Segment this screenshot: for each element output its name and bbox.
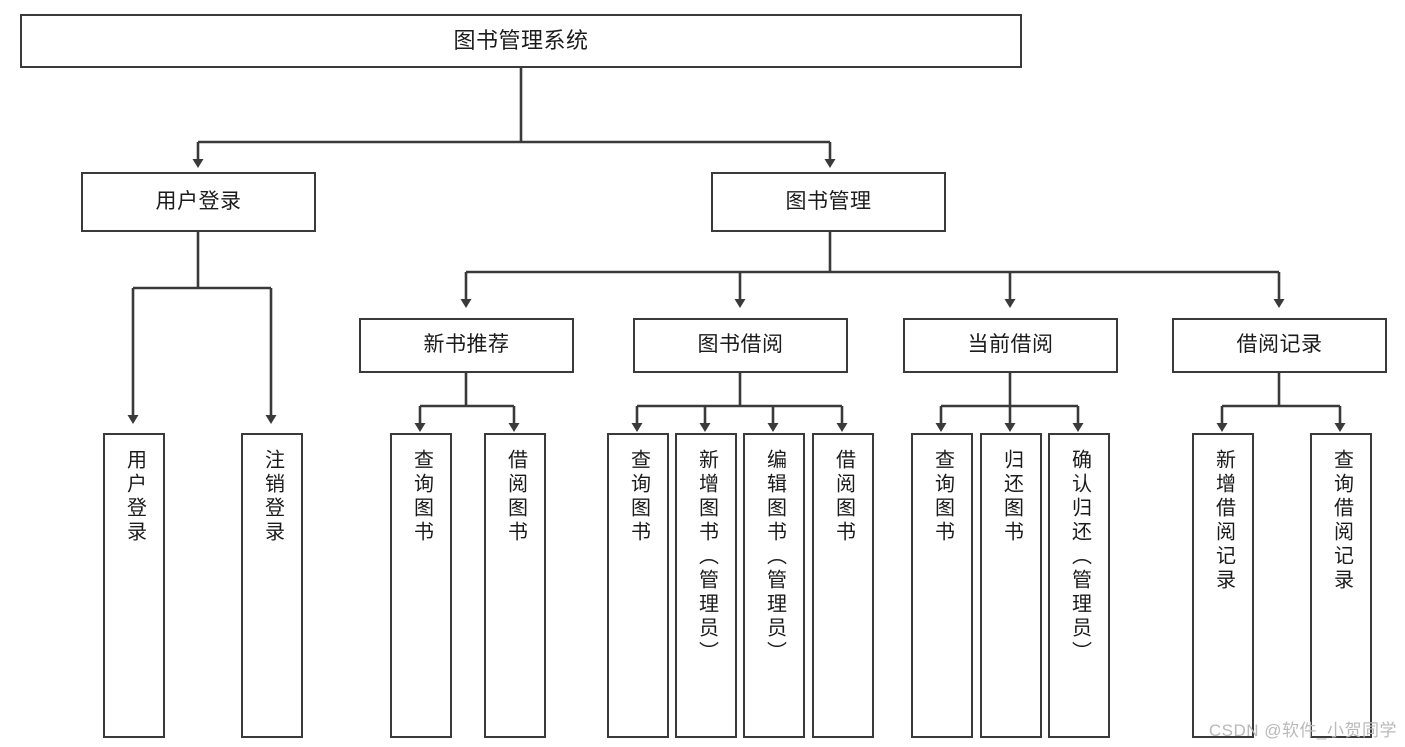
node-label: 借阅图书 — [504, 449, 527, 545]
leaf-record-add-record[interactable]: 新增借阅记录 — [1192, 433, 1254, 738]
node-label: 查询借阅记录 — [1330, 449, 1353, 593]
leaf-borrow-edit-book[interactable]: 编辑图书（管理员） — [743, 433, 805, 738]
node-label: 用户登录 — [155, 189, 242, 213]
node-label: 图书借阅 — [697, 333, 784, 357]
node-root-system[interactable]: 图书管理系统 — [20, 14, 1022, 68]
leaf-current-return-book[interactable]: 归还图书 — [980, 433, 1042, 738]
node-label: 借阅记录 — [1236, 333, 1323, 357]
leaf-recommend-borrow-book[interactable]: 借阅图书 — [484, 433, 546, 738]
node-label: 查询图书 — [410, 449, 433, 545]
leaf-user-logout[interactable]: 注销登录 — [241, 433, 303, 738]
node-label: 当前借阅 — [967, 333, 1054, 357]
node-new-book-recommend[interactable]: 新书推荐 — [359, 318, 574, 373]
leaf-record-query-record[interactable]: 查询借阅记录 — [1310, 433, 1372, 738]
node-label: 图书管理 — [785, 189, 872, 213]
node-label: 查询图书 — [627, 449, 650, 545]
node-borrow-record[interactable]: 借阅记录 — [1172, 318, 1387, 373]
leaf-user-login[interactable]: 用户登录 — [103, 433, 165, 738]
leaf-recommend-query-book[interactable]: 查询图书 — [390, 433, 452, 738]
node-label: 归还图书 — [1000, 449, 1023, 545]
node-label: 编辑图书（管理员） — [763, 449, 786, 665]
node-book-management[interactable]: 图书管理 — [711, 172, 946, 232]
leaf-borrow-add-book[interactable]: 新增图书（管理员） — [675, 433, 737, 738]
leaf-borrow-borrow-book[interactable]: 借阅图书 — [812, 433, 874, 738]
watermark: CSDN @软件_小贺同学 — [1208, 721, 1397, 740]
node-label: 新增借阅记录 — [1212, 449, 1235, 593]
node-label: 查询图书 — [931, 449, 954, 545]
node-label: 用户登录 — [123, 449, 146, 545]
node-user-login[interactable]: 用户登录 — [81, 172, 316, 232]
node-label: 图书管理系统 — [453, 28, 589, 54]
node-current-borrow[interactable]: 当前借阅 — [903, 318, 1118, 373]
leaf-current-query-book[interactable]: 查询图书 — [911, 433, 973, 738]
node-label: 新增图书（管理员） — [695, 449, 718, 665]
node-label: 确认归还（管理员） — [1068, 449, 1091, 665]
node-label: 新书推荐 — [423, 333, 510, 357]
leaf-borrow-query-book[interactable]: 查询图书 — [607, 433, 669, 738]
node-book-borrow[interactable]: 图书借阅 — [633, 318, 848, 373]
node-label: 借阅图书 — [832, 449, 855, 545]
leaf-current-confirm-return[interactable]: 确认归还（管理员） — [1048, 433, 1110, 738]
node-label: 注销登录 — [261, 449, 284, 545]
